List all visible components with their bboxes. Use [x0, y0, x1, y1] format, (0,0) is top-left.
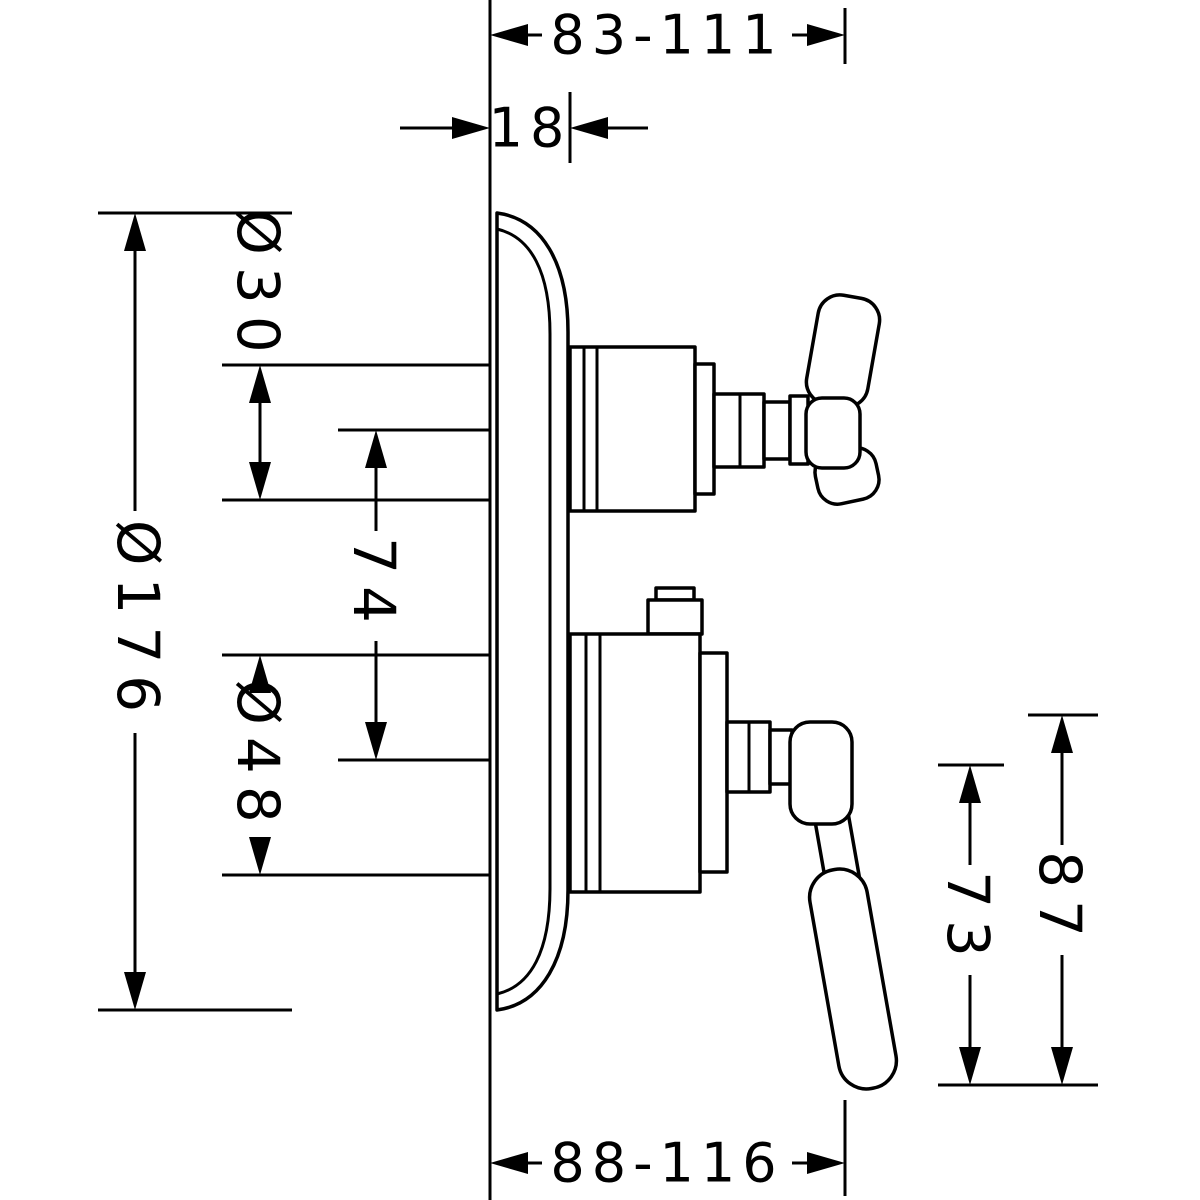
dim-top-range: 83-111 [490, 4, 845, 67]
arrowhead-down-icon [959, 1047, 981, 1085]
arrowhead-up-icon [249, 655, 271, 693]
shutoff-valve [568, 586, 794, 894]
arrowhead-left-icon [490, 24, 528, 46]
plate-outer-profile [495, 211, 570, 1012]
dim-label-74: 74 [340, 537, 408, 635]
escutcheon-plate [495, 211, 570, 1012]
lever-grip [807, 867, 899, 1091]
dim-74: 74 [340, 430, 408, 760]
dim-label-bottom-range: 88-116 [550, 1132, 783, 1195]
dim-87: 87 [1026, 715, 1094, 1085]
arrowhead-up-icon [1051, 715, 1073, 753]
dim-dia-176: Ø176 [104, 213, 172, 1010]
arrowhead-down-icon [124, 972, 146, 1010]
dim-label-top-range: 83-111 [550, 4, 783, 67]
shutoff-step [698, 651, 729, 874]
arrowhead-down-icon [365, 722, 387, 760]
dim-label-dia-30: Ø30 [224, 209, 292, 364]
arrowhead-up-icon [959, 765, 981, 803]
thermostat-valve [568, 345, 810, 513]
thermostat-step [693, 362, 716, 496]
reference-lines [98, 0, 1098, 1200]
dim-dia-30: Ø30 [224, 209, 292, 500]
dim-18: 18 [400, 97, 648, 160]
arrowhead-up-icon [365, 430, 387, 468]
arrowhead-down-icon [249, 837, 271, 875]
dim-bottom-range: 88-116 [490, 1132, 845, 1195]
dim-label-dia-48: Ø48 [224, 679, 292, 834]
arrowhead-right-icon [807, 1152, 845, 1174]
arrowhead-right-icon [452, 117, 490, 139]
lever-hub [788, 720, 854, 826]
arrowhead-down-icon [1051, 1047, 1073, 1085]
dim-label-18: 18 [489, 97, 572, 160]
stop-button [646, 598, 704, 636]
dim-dia-48: Ø48 [224, 655, 292, 875]
cross-handle-hub [804, 396, 862, 470]
dim-73: 73 [934, 765, 1002, 1085]
stop-button-cap [654, 586, 696, 602]
arrowhead-left-icon [570, 117, 608, 139]
fixture [495, 211, 899, 1091]
cross-handle [804, 293, 882, 506]
cross-handle-upper-arm [804, 293, 882, 409]
plate-inner-profile [496, 227, 552, 996]
shutoff-body [568, 632, 702, 894]
arrowhead-left-icon [490, 1152, 528, 1174]
arrowhead-down-icon [249, 462, 271, 500]
arrowhead-right-icon [807, 24, 845, 46]
arrowhead-up-icon [249, 365, 271, 403]
dim-label-dia-176: Ø176 [104, 520, 172, 724]
lever-handle [788, 720, 899, 1091]
dim-label-87: 87 [1026, 851, 1094, 949]
thermostat-coupler [762, 400, 792, 461]
arrowhead-up-icon [124, 213, 146, 251]
dim-label-73: 73 [934, 871, 1002, 969]
thermostat-body [568, 345, 697, 513]
